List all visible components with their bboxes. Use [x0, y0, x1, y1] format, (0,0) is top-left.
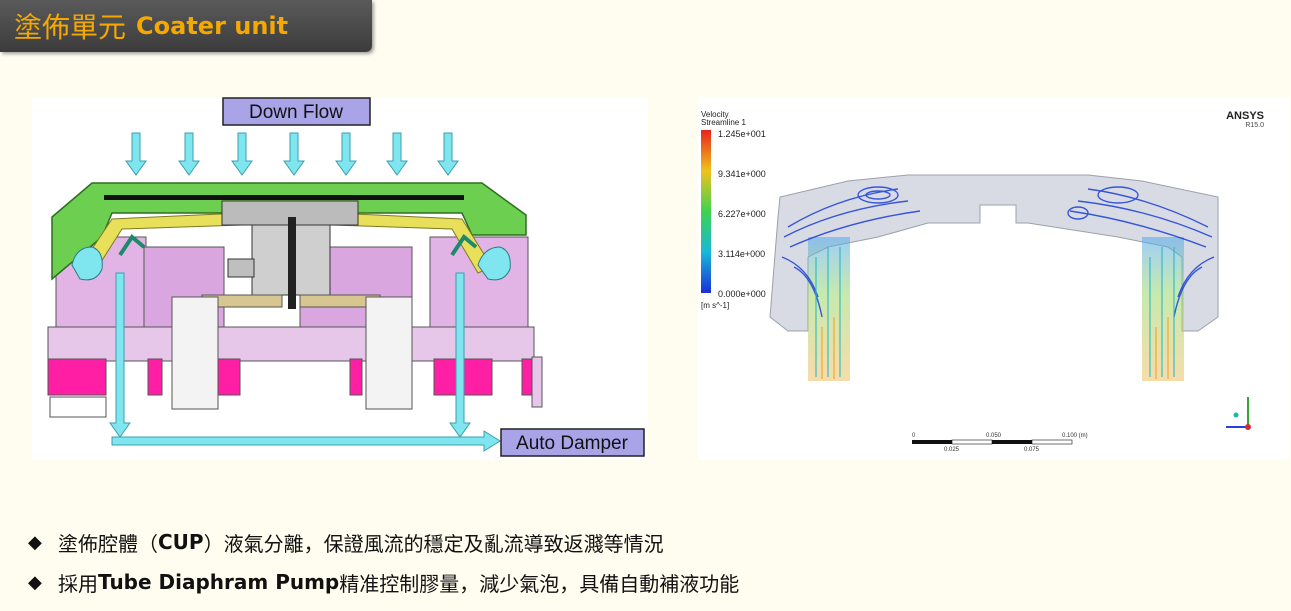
down-arrow-5: [335, 132, 357, 176]
pump-column-right: [365, 296, 413, 410]
side-cap-right: [531, 356, 543, 408]
scale-label-075: 0.075: [1024, 447, 1040, 453]
coater-cross-section: Down Flow: [47, 97, 645, 457]
legend-value-4: 3.114e+000: [718, 249, 765, 259]
scale-label-050: 0.050: [986, 433, 1002, 439]
diamond-bullet-icon: ◆: [28, 531, 42, 553]
cfd-domain: [769, 174, 1219, 381]
magenta-block-1: [47, 358, 107, 396]
bullet-1-bold: CUP: [158, 530, 204, 554]
down-arrow-7: [437, 132, 459, 176]
magenta-block-2: [147, 358, 163, 396]
top-plate: [104, 195, 464, 200]
cfd-column-left: [808, 237, 850, 381]
exhaust-arrow-horizontal: [111, 430, 501, 452]
down-arrow-3: [231, 132, 253, 176]
title-chinese: 塗佈單元: [14, 11, 127, 44]
bullet-1-post: ）液氣分離，保證風流的穩定及亂流導致返濺等情況: [203, 531, 664, 556]
legend-value-5: 0.000e+000: [718, 289, 766, 299]
legend-title: Velocity: [701, 110, 729, 119]
exhaust-arrow-left: [109, 272, 131, 438]
legend-value-1: 1.245e+001: [718, 129, 766, 139]
legend-value-3: 6.227e+000: [718, 209, 766, 219]
down-flow-arrows: [125, 132, 459, 176]
axis-triad: [1226, 397, 1251, 430]
bullet-2-bold: Tube Diaphram Pump: [98, 570, 340, 594]
bullet-2-post: 精准控制膠量，減少氣泡，具備自動補液功能: [339, 571, 740, 596]
legend-subtitle: Streamline 1: [701, 118, 746, 127]
lower-frame: [47, 326, 535, 362]
scale-bar: 0 0.050 0.100 (m) 0.025 0.075: [912, 433, 1088, 453]
exhaust-arrow-right: [449, 272, 471, 438]
cfd-simulation-panel: Velocity Streamline 1 1.245e+001 9.341e+…: [698, 97, 1290, 460]
drain-right: [477, 246, 511, 281]
bullet-1-pre: 塗佈腔體（: [58, 531, 158, 556]
cfd-streamline-plot: Velocity Streamline 1 1.245e+001 9.341e+…: [701, 110, 1264, 453]
title-english: Coater unit: [136, 12, 289, 40]
down-flow-label: Down Flow: [249, 102, 343, 123]
down-flow-label-box: [222, 97, 371, 126]
scale-label-025: 0.025: [944, 447, 960, 453]
streamlines-columns: [815, 247, 1175, 377]
scale-label-100: 0.100 (m): [1062, 433, 1088, 439]
nozzle-fitting: [227, 258, 255, 278]
legend-colorbar: [701, 130, 711, 293]
down-arrow-1: [125, 132, 147, 176]
exhaust-path: [109, 272, 501, 452]
auto-damper-label: Auto Damper: [516, 433, 629, 454]
down-arrow-6: [386, 132, 408, 176]
flow-curve-left: [118, 234, 146, 257]
green-cover: [51, 182, 527, 281]
foot-left: [49, 396, 107, 418]
scale-label-0: 0: [912, 433, 916, 439]
diamond-bullet-icon: ◆: [28, 571, 42, 593]
spindle: [288, 217, 296, 309]
bullet-2-pre: 採用: [58, 571, 98, 596]
down-arrow-2: [178, 132, 200, 176]
auto-damper-label-box: [500, 428, 645, 457]
pump-column-left: [171, 296, 219, 410]
legend-unit: [m s^-1]: [701, 301, 729, 310]
streamlines-right: [1067, 186, 1215, 318]
ansys-brand: ANSYS: [1226, 110, 1264, 122]
section-title-bar: 塗佈單元 Coater unit: [0, 0, 372, 52]
legend-value-2: 9.341e+000: [718, 169, 766, 179]
ansys-version: R15.0: [1245, 122, 1264, 129]
coater-diagram-panel: Down Flow: [32, 97, 648, 460]
magenta-block-4: [349, 358, 363, 396]
streamlines-hot: [821, 317, 1169, 379]
drain-left: [71, 246, 103, 281]
bullet-item-cup: ◆ 塗佈腔體（CUP）液氣分離，保證風流的穩定及亂流導致返濺等情況: [28, 522, 1268, 562]
cfd-column-right: [1142, 237, 1184, 381]
flow-curve-right: [450, 234, 478, 257]
down-arrow-4: [283, 132, 305, 176]
